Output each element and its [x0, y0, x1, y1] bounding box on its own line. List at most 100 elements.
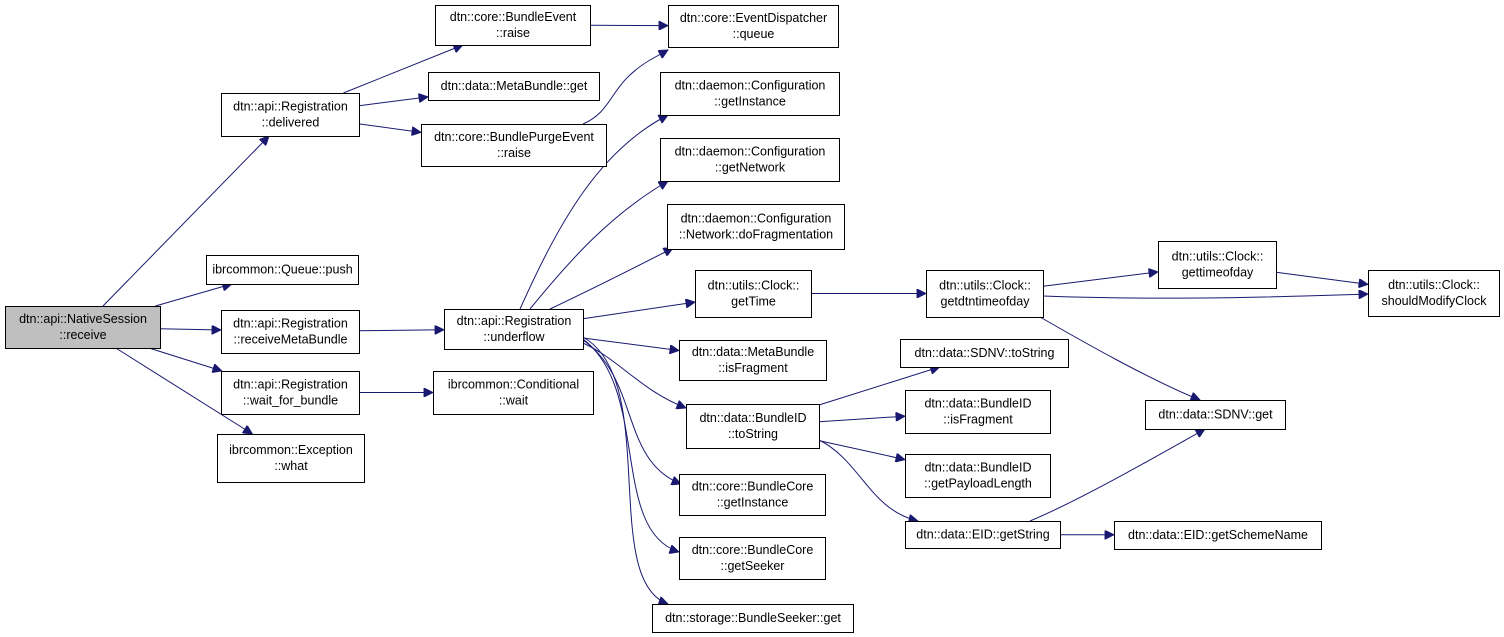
- node-label-line: ibrcommon::Exception: [229, 443, 353, 457]
- node-label-line: ::underflow: [483, 330, 545, 344]
- edge-underflow-to-config_getinstance: [519, 115, 668, 310]
- node-bundlecore_getinstance[interactable]: dtn::core::BundleCore::getInstance: [679, 474, 826, 516]
- node-clock_gettime[interactable]: dtn::utils::Clock::getTime: [695, 270, 812, 318]
- node-queue_push[interactable]: ibrcommon::Queue::push: [206, 255, 359, 285]
- node-box: [905, 454, 1051, 498]
- node-config_getnetwork[interactable]: dtn::daemon::Configuration::getNetwork: [660, 138, 840, 182]
- node-label-line: dtn::api::NativeSession: [19, 312, 147, 326]
- node-label-line: ibrcommon::Conditional: [448, 378, 579, 392]
- edge-delivered-to-metabundle_get: [358, 97, 428, 107]
- edge-underflow-to-bundlecore_getseeker: [582, 338, 679, 552]
- edge-receive-to-queue_push: [155, 284, 231, 307]
- edge-clock_getdtntimeofday-to-sdnv_get: [1039, 316, 1200, 400]
- node-clock_getdtntimeofday[interactable]: dtn::utils::Clock::getdtntimeofday: [926, 270, 1044, 318]
- node-eid_getschemename[interactable]: dtn::data::EID::getSchemeName: [1114, 521, 1322, 550]
- node-label-line: dtn::api::Registration: [233, 100, 348, 114]
- node-label-line: dtn::data::MetaBundle::get: [441, 79, 588, 93]
- node-label-line: dtn::utils::Clock::: [708, 279, 800, 293]
- node-label-line: dtn::data::BundleID: [924, 461, 1031, 475]
- edge-delivered-to-bundleevent_raise: [343, 45, 462, 94]
- node-sdnv_get[interactable]: dtn::data::SDNV::get: [1145, 400, 1286, 430]
- node-label-line: getTime: [731, 295, 776, 309]
- edge-bundleid_tostring-to-eid_getstring: [818, 439, 918, 521]
- node-label-line: ::receive: [59, 328, 106, 342]
- node-box: [660, 72, 840, 116]
- node-box: [221, 310, 360, 354]
- node-config_getinstance[interactable]: dtn::daemon::Configuration::getInstance: [660, 72, 840, 116]
- node-bundleseeker_get[interactable]: dtn::storage::BundleSeeker::get: [652, 604, 854, 633]
- edge-underflow-to-metabundle_isfragment: [582, 337, 679, 351]
- node-label-line: dtn::core::BundlePurgeEvent: [434, 130, 594, 144]
- node-bundlecore_getseeker[interactable]: dtn::core::BundleCore::getSeeker: [679, 537, 826, 580]
- node-box: [695, 270, 812, 318]
- node-clock_gettimeofday[interactable]: dtn::utils::Clock::gettimeofday: [1158, 241, 1277, 289]
- node-sdnv_tostring[interactable]: dtn::data::SDNV::toString: [900, 339, 1069, 368]
- edge-receive-to-wait_for_bundle: [148, 347, 222, 371]
- node-label-line: ::queue: [733, 27, 775, 41]
- node-label-line: ::receiveMetaBundle: [234, 333, 348, 347]
- edge-receive-to-delivered: [102, 136, 269, 307]
- node-box: [1368, 270, 1500, 317]
- edge-bundleid_tostring-to-sdnv_tostring: [818, 367, 940, 406]
- node-box: [660, 138, 840, 182]
- node-label-line: ::getPayloadLength: [924, 477, 1032, 491]
- node-label-line: dtn::data::SDNV::get: [1158, 408, 1273, 422]
- node-bundlepurgeevent_raise[interactable]: dtn::core::BundlePurgeEvent::raise: [421, 124, 607, 167]
- node-box: [668, 5, 839, 48]
- node-eid_getstring[interactable]: dtn::data::EID::getString: [905, 521, 1061, 549]
- node-label-line: ibrcommon::Queue::push: [212, 263, 352, 277]
- edge-bundleid_tostring-to-bundleid_getpayloadlength: [818, 440, 905, 460]
- node-bundleid_getpayloadlength[interactable]: dtn::data::BundleID::getPayloadLength: [905, 454, 1051, 498]
- node-label-line: dtn::core::EventDispatcher: [680, 11, 827, 25]
- node-label-line: dtn::core::BundleCore: [692, 543, 814, 557]
- edge-receive-to-receiveMetaBundle: [159, 329, 221, 330]
- node-metabundle_get[interactable]: dtn::data::MetaBundle::get: [428, 72, 600, 101]
- edge-clock_gettimeofday-to-clock_shouldmodifyclock: [1275, 271, 1368, 284]
- node-label-line: dtn::data::MetaBundle: [692, 345, 814, 359]
- node-box: [905, 390, 1051, 434]
- node-box: [686, 404, 820, 449]
- node-wait_for_bundle[interactable]: dtn::api::Registration::wait_for_bundle: [221, 371, 360, 415]
- node-label-line: gettimeofday: [1182, 266, 1254, 280]
- node-label-line: ::raise: [496, 26, 530, 40]
- node-label-line: dtn::api::Registration: [233, 317, 348, 331]
- node-bundleid_tostring[interactable]: dtn::data::BundleID::toString: [686, 404, 820, 449]
- node-label-line: ::isFragment: [718, 361, 788, 375]
- node-label-line: ::wait_for_bundle: [243, 394, 338, 408]
- node-label-line: dtn::core::BundleCore: [692, 480, 814, 494]
- node-label-line: ::toString: [728, 427, 778, 441]
- node-box: [1145, 400, 1286, 430]
- edge-underflow-to-bundleseeker_get: [582, 336, 668, 604]
- node-layer: dtn::api::NativeSession::receivedtn::api…: [5, 5, 1500, 633]
- node-exception_what[interactable]: ibrcommon::Exception::what: [217, 434, 365, 483]
- node-bundleid_isfragment[interactable]: dtn::data::BundleID::isFragment: [905, 390, 1051, 434]
- node-label-line: dtn::utils::Clock::: [1388, 278, 1480, 292]
- node-delivered[interactable]: dtn::api::Registration::delivered: [221, 93, 360, 137]
- node-label-line: ::getInstance: [717, 496, 789, 510]
- edge-bundlepurgeevent_raise-to-eventdispatcher_queue: [582, 50, 668, 125]
- node-metabundle_isfragment[interactable]: dtn::data::MetaBundle::isFragment: [679, 340, 827, 381]
- node-label-line: dtn::api::Registration: [233, 378, 348, 392]
- node-label-line: dtn::core::BundleEvent: [450, 10, 577, 24]
- node-label-line: dtn::data::EID::getString: [916, 528, 1049, 542]
- node-box: [667, 204, 845, 250]
- edge-clock_getdtntimeofday-to-clock_gettimeofday: [1042, 272, 1158, 287]
- node-box: [679, 537, 826, 580]
- node-receiveMetaBundle[interactable]: dtn::api::Registration::receiveMetaBundl…: [221, 310, 360, 354]
- node-conditional_wait[interactable]: ibrcommon::Conditional::wait: [433, 371, 594, 415]
- node-box: [1158, 241, 1277, 289]
- node-box: [444, 309, 584, 350]
- node-box: [221, 371, 360, 415]
- node-underflow[interactable]: dtn::api::Registration::underflow: [444, 309, 584, 350]
- edge-delivered-to-bundlepurgeevent_raise: [358, 123, 421, 132]
- node-bundleevent_raise[interactable]: dtn::core::BundleEvent::raise: [435, 5, 591, 46]
- node-eventdispatcher_queue[interactable]: dtn::core::EventDispatcher::queue: [668, 5, 839, 48]
- node-clock_shouldmodifyclock[interactable]: dtn::utils::Clock::shouldModifyClock: [1368, 270, 1500, 317]
- edge-bundleid_tostring-to-bundleid_isfragment: [818, 416, 905, 423]
- node-box: [206, 255, 359, 285]
- node-label-line: dtn::utils::Clock::: [939, 279, 1031, 293]
- node-label-line: dtn::data::BundleID: [699, 411, 806, 425]
- node-receive[interactable]: dtn::api::NativeSession::receive: [5, 306, 161, 349]
- node-config_dofragmentation[interactable]: dtn::daemon::Configuration::Network::doF…: [667, 204, 845, 250]
